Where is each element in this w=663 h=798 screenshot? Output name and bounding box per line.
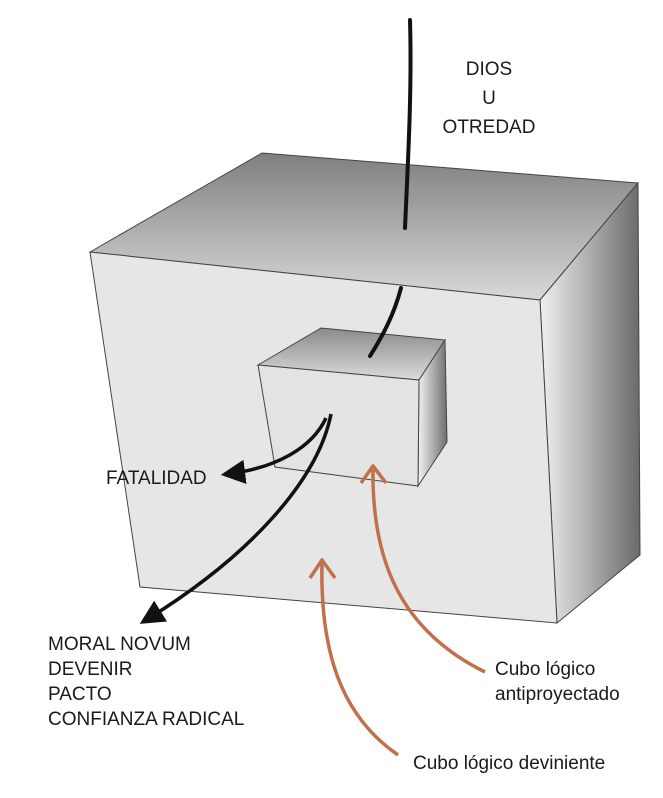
outer-cube-label: Cubo lógico deviniente bbox=[413, 753, 605, 774]
inner-cube-label: Cubo lógico antiproyectado bbox=[495, 659, 620, 705]
top-label-line-2: U bbox=[482, 88, 496, 109]
inner-cube-label-line-1: Cubo lógico bbox=[495, 659, 595, 680]
outer-cube-label-arrow bbox=[320, 561, 399, 757]
top-label-line-3: OTREDAD bbox=[443, 117, 536, 138]
fatalidad-arrow bbox=[220, 417, 328, 485]
outer-cube-label-arrowhead bbox=[308, 558, 337, 580]
top-label: DIOS U OTREDAD bbox=[443, 59, 536, 138]
inner-cube-label-line-2: antiproyectado bbox=[495, 684, 620, 705]
outcomes-label-line-1: MORAL NOVUM bbox=[48, 634, 191, 655]
moral-novum-arrow bbox=[139, 413, 333, 624]
inner-cube-front-face bbox=[257, 364, 420, 487]
inner-cube-label-arrow bbox=[371, 469, 486, 674]
descending-line-upper bbox=[403, 18, 413, 230]
outcomes-label-line-4: CONFIANZA RADICAL bbox=[48, 709, 244, 730]
top-label-line-1: DIOS bbox=[466, 59, 512, 80]
fatalidad-label: FATALIDAD bbox=[106, 468, 207, 489]
outcomes-label-line-2: DEVENIR bbox=[48, 659, 132, 680]
inner-cube-label-arrowhead bbox=[359, 464, 388, 485]
outcomes-label: MORAL NOVUM DEVENIR PACTO CONFIANZA RADI… bbox=[48, 634, 244, 730]
descending-line-lower bbox=[368, 286, 403, 358]
outcomes-label-line-3: PACTO bbox=[48, 684, 112, 705]
